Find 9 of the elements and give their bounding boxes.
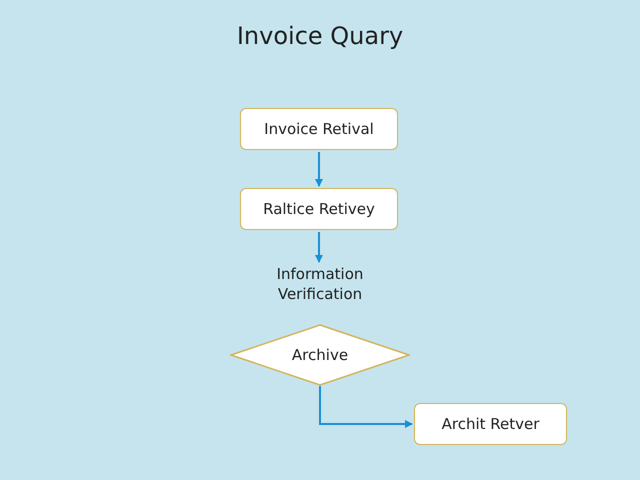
node-label: Archive: [292, 345, 348, 366]
process-box: Archit Retver: [414, 403, 567, 445]
process-box: Invoice Retival: [240, 108, 398, 150]
diagram-title: Invoice Quary: [236, 21, 404, 52]
arrow: [315, 232, 323, 263]
arrow: [319, 386, 413, 428]
arrow: [315, 152, 323, 187]
process-box: Raltice Retivey: [240, 188, 398, 230]
node-label: Information Verification: [276, 264, 364, 304]
